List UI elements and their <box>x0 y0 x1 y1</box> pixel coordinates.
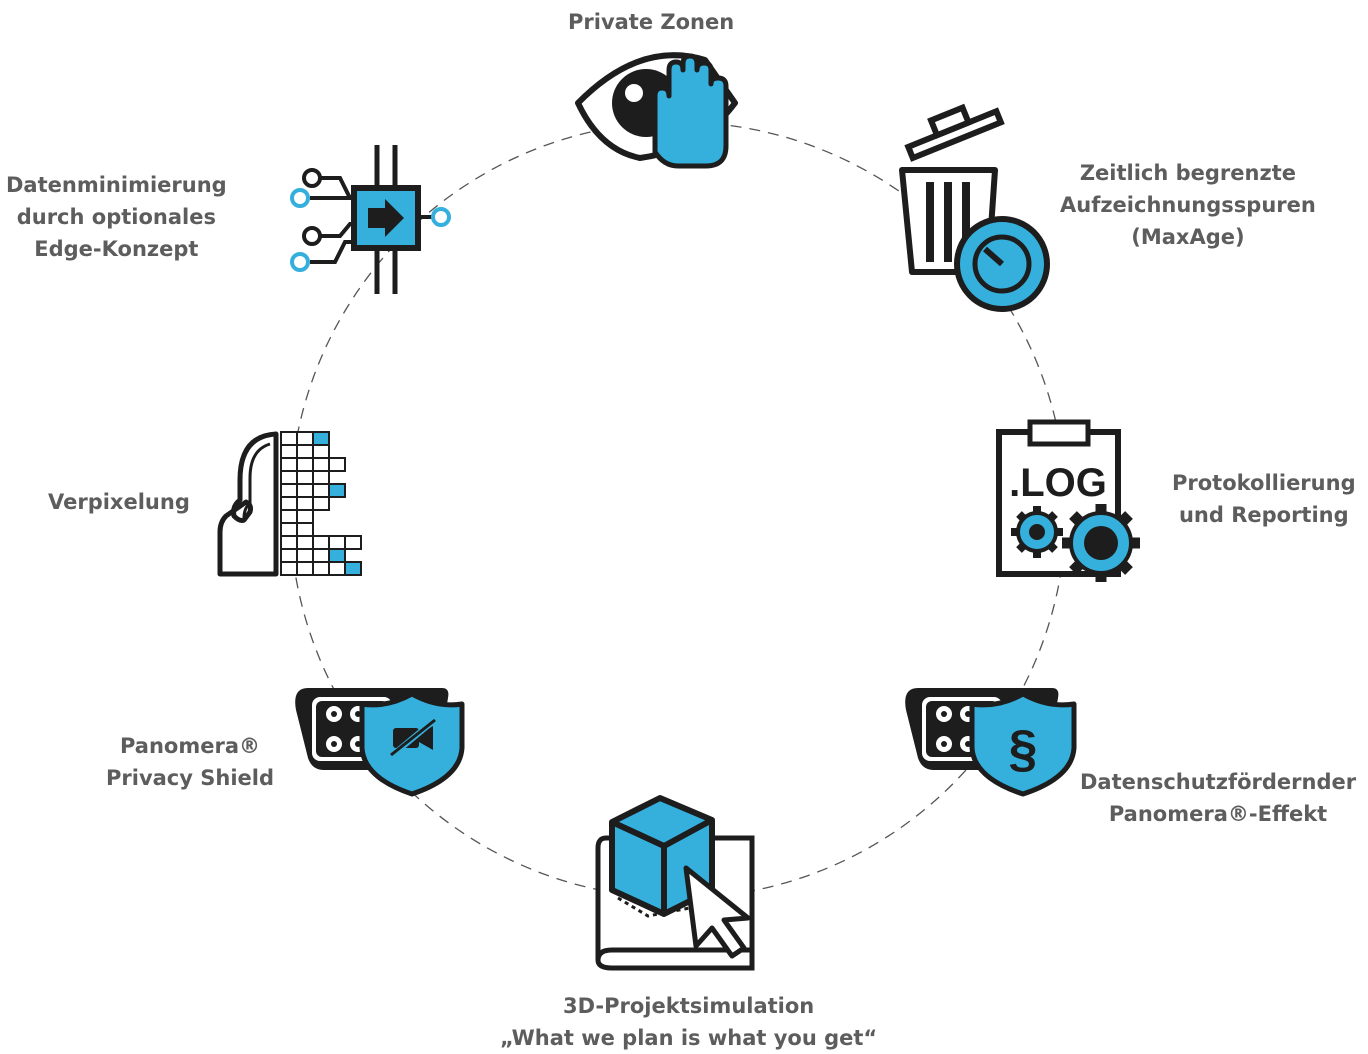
pixel-cell <box>312 535 330 550</box>
pixel-cell <box>280 457 298 472</box>
pixel-cell <box>280 522 298 537</box>
cube-cursor-blueprint-icon <box>595 795 755 971</box>
label-private-zones: Private Zonen <box>568 10 735 34</box>
pixel-cell <box>280 431 298 446</box>
eye-hand-icon <box>575 52 738 169</box>
pixel-cell <box>328 548 346 563</box>
pixel-cell <box>280 483 298 498</box>
pixel-cell <box>312 444 330 459</box>
label-logging: Protokollierung und Reporting <box>1172 471 1356 527</box>
pixelated-face-icon <box>217 431 362 577</box>
pixel-cell <box>296 522 314 537</box>
label-pixelation: Verpixelung <box>48 490 190 514</box>
pixel-cell <box>296 431 314 446</box>
edge-chip-icon <box>290 145 451 294</box>
pixel-cell <box>280 470 298 485</box>
svg-text:.LOG: .LOG <box>1009 461 1107 505</box>
pixel-cell <box>312 483 330 498</box>
pixel-cell <box>296 535 314 550</box>
pixel-cell <box>296 483 314 498</box>
trash-timer-icon <box>899 103 1050 312</box>
pixel-cell <box>296 444 314 459</box>
label-maxage: Zeitlich begrenzte Aufzeichnungsspuren (… <box>1060 161 1316 249</box>
label-privacy-effect: Datenschutzfördernder Panomera®-Effekt <box>1080 770 1357 826</box>
pixel-cell <box>328 561 346 576</box>
pixel-cell <box>312 470 330 485</box>
pixel-cell <box>328 457 346 472</box>
pixel-cell <box>328 535 346 550</box>
svg-text:§: § <box>1009 720 1038 778</box>
pixel-cell <box>312 561 330 576</box>
pixel-cell <box>344 561 362 576</box>
pixel-cell <box>296 509 314 524</box>
pixel-cell <box>296 561 314 576</box>
pixel-cell <box>328 483 346 498</box>
pixel-cell <box>312 431 330 446</box>
camera-paragraph-shield-icon: § <box>905 688 1077 797</box>
pixel-cell <box>280 548 298 563</box>
pixel-cell <box>280 509 298 524</box>
label-privacy-shield: Panomera® Privacy Shield <box>106 734 274 790</box>
camera-privacy-shield-icon <box>295 688 465 797</box>
pixel-cell <box>280 561 298 576</box>
pixel-cell <box>296 457 314 472</box>
pixel-cell <box>312 457 330 472</box>
pixel-cell <box>312 548 330 563</box>
pixel-grid <box>280 431 362 576</box>
pixel-cell <box>280 535 298 550</box>
pixel-cell <box>280 444 298 459</box>
label-simulation: 3D-Projektsimulation „What we plan is wh… <box>500 994 878 1050</box>
label-edge: Datenminimierung durch optionales Edge-K… <box>6 173 227 261</box>
pixel-cell <box>312 496 330 511</box>
pixel-cell <box>344 535 362 550</box>
pixel-cell <box>296 496 314 511</box>
log-gears-icon: .LOG <box>996 419 1140 582</box>
pixel-cell <box>280 496 298 511</box>
pixel-cell <box>296 470 314 485</box>
pixel-cell <box>296 548 314 563</box>
